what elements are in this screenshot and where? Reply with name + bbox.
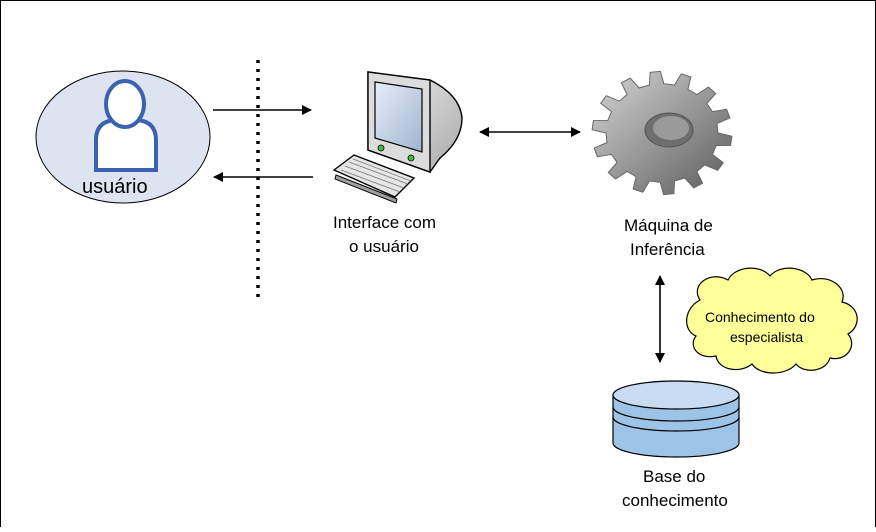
user-label: usuário: [82, 176, 148, 198]
database-icon: [612, 380, 740, 458]
interface-label-line1: Interface com: [333, 213, 436, 232]
engine-label-line2: Inferência: [630, 240, 705, 259]
computer-icon: [332, 71, 463, 204]
keyboard-icon: [332, 154, 416, 204]
user-node: [35, 70, 211, 204]
user-icon: [94, 79, 158, 172]
kb-label-line1: Base do: [643, 467, 706, 486]
engine-label-line1: Máquina de: [624, 216, 713, 235]
kb-label-line2: conhecimento: [622, 491, 728, 510]
expert-label-line2: especialista: [730, 329, 804, 345]
interface-label-line2: o usuário: [349, 237, 419, 256]
expert-knowledge-cloud: [686, 267, 858, 374]
gear-icon: [591, 70, 733, 196]
expert-label-line1: Conhecimento do: [705, 309, 815, 325]
